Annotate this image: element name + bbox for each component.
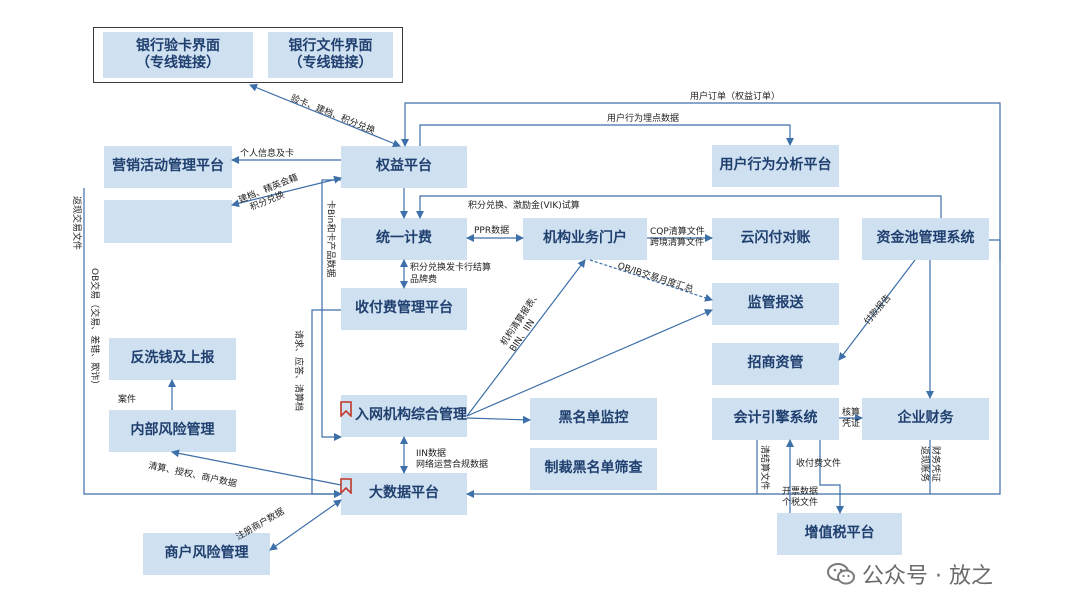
label-return-trade-file: 返现交易文件: [71, 196, 83, 250]
edge-return-finance-loop: [466, 239, 1001, 498]
node-enterprise-finance: 企业财务: [862, 398, 989, 440]
label-invoice-data: 开票数据 个税文件: [782, 485, 821, 508]
label-clearing-auth: 清算、授权、商户数据: [147, 459, 238, 489]
node-investment-mgmt: 招商资管: [712, 343, 839, 385]
edge-return-trade: [83, 188, 342, 498]
label-case: 案件: [118, 393, 136, 405]
watermark: 公众号 · 放之: [826, 558, 993, 590]
label-invoice-line: 开票数据: [782, 485, 818, 497]
edge-member-regulatory: [466, 309, 713, 417]
node-bank-card-ui: 银行验卡界面 （专线链接）: [103, 32, 253, 78]
label-points-vik: 积分兑换、激励金(VIK)试算: [468, 199, 580, 211]
label-user-order: 用户订单（权益订单）: [690, 90, 780, 102]
label-voucher-line: 凭证: [842, 417, 860, 429]
label-register-merchant: 注册商户数据: [234, 505, 287, 542]
edge-settlement-report: [838, 259, 916, 361]
edge-points-vik: [416, 195, 942, 219]
label-ppr-data: PPR数据: [474, 224, 509, 236]
label-ob-ib-summary: OB/IB交易月度汇总: [616, 259, 695, 295]
label-return-finance: 返现账务 财务凭证: [919, 446, 942, 485]
label-iin-data: IIN数据 网络运营合规数据: [416, 447, 488, 470]
label-invoice-line: 个税文件: [782, 496, 818, 508]
label-cqp-files: CQP清算文件 跨境清算文件: [650, 225, 708, 248]
label-points-settlement-line: 积分兑换发卡行结算: [410, 261, 491, 273]
edge-bank-rights: [249, 83, 401, 148]
label-ob-trade: OB交易（交易、差错、欺诈）: [89, 268, 101, 389]
wechat-icon: [827, 563, 855, 585]
edge-member-blacklist: [466, 415, 531, 424]
edge-user-behavior-data: [419, 124, 794, 146]
node-institution-portal: 机构业务门户: [523, 218, 647, 260]
edge-ob-ib: [589, 259, 713, 302]
label-user-behavior-data: 用户行为埋点数据: [607, 112, 679, 124]
node-accounting-engine: 会计引擎系统: [712, 398, 839, 440]
node-rights-platform: 权益平台: [341, 146, 467, 188]
label-card-bin: 卡Bin和卡产品数据: [325, 200, 337, 277]
node-user-behavior-platform: 用户行为分析平台: [712, 145, 839, 187]
node-blacklist-monitor: 黑名单监控: [530, 398, 657, 440]
edge-register-merchant: [269, 499, 342, 551]
node-yunshanfu-recon: 云闪付对账: [712, 218, 839, 260]
edge-invoice-data: [819, 440, 844, 514]
label-card-verify: 验卡、建档、积分兑换: [289, 92, 377, 137]
node-big-data-platform: 大数据平台: [341, 473, 467, 515]
label-return-finance-line: 返现账务: [919, 446, 931, 482]
node-merchant-risk: 商户风险管理: [143, 533, 270, 575]
node-sanction-screen: 制裁黑名单筛查: [530, 448, 657, 490]
edge-card-bin: [321, 179, 342, 441]
label-fee-file: 收付费文件: [796, 457, 841, 469]
label-return-finance-line: 财务凭证: [930, 446, 942, 482]
node-member-institution-mgmt: 入网机构综合管理: [341, 395, 467, 437]
label-accounting-voucher: 核算 凭证: [842, 406, 863, 429]
label-iin-line: IIN数据: [416, 447, 446, 459]
edge-user-order: [401, 102, 1001, 260]
label-points-settlement: 积分兑换发卡行结算 品牌费: [410, 261, 494, 285]
node-vat-platform: 增值税平台: [777, 513, 902, 555]
edge-bank-business-info: [466, 259, 586, 417]
node-bank-file-ui: 银行文件界面 （专线链接）: [268, 32, 393, 78]
label-personal-info: 个人信息及卡: [240, 147, 294, 159]
node-unified-billing: 统一计费: [341, 218, 467, 260]
node-internal-risk: 内部风险管理: [109, 410, 236, 452]
bookmark-flag-icon: [340, 401, 352, 417]
node-marketing-platform: 营销活动管理平台: [104, 146, 232, 188]
label-voucher-line: 核算: [842, 406, 860, 418]
bank-interface-frame: [93, 27, 403, 83]
label-settlement-report: 付款报告: [861, 292, 893, 327]
label-request-archive: 请求、应答、清算档: [293, 330, 305, 411]
node-aml-report: 反洗钱及上报: [109, 338, 236, 380]
node-payment-fee-platform: 收付费管理平台: [341, 288, 467, 330]
watermark-text: 公众号 · 放之: [862, 564, 993, 589]
edge-request-archive: [311, 309, 342, 498]
label-cqp-line: 跨境清算文件: [650, 236, 704, 248]
label-elite-points: 建档、精英会籍 积分兑换: [237, 170, 307, 216]
node-regulatory-report: 监管报送: [712, 283, 839, 325]
label-points-settlement-line: 品牌费: [410, 273, 437, 285]
label-cqp-line: CQP清算文件: [650, 225, 705, 237]
label-settlement-file: 清结算文件: [759, 445, 771, 490]
node-blank-box: [104, 200, 232, 243]
label-bank-business-info: 机构清算报表、 BIN、IIN: [498, 286, 554, 353]
edge-elite-points: [231, 175, 342, 208]
node-fund-pool-system: 资金池管理系统: [862, 218, 989, 260]
label-iin-line: 网络运营合规数据: [416, 458, 488, 470]
edge-clearing-auth: [171, 449, 342, 486]
